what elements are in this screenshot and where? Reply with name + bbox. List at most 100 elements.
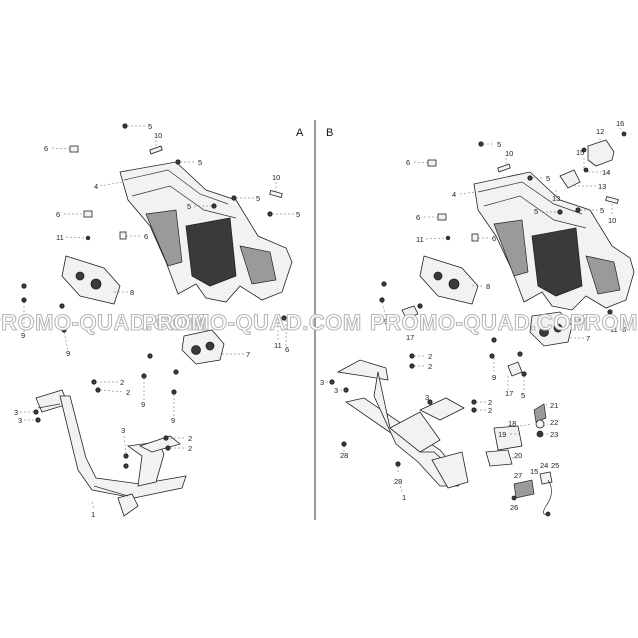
callout-b-28: 28 — [394, 477, 402, 486]
callout-b-11: 11 — [416, 235, 424, 244]
panel-b-mount-bracket — [559, 139, 615, 189]
callout-b-3: 3 — [320, 378, 324, 387]
callout-a-10: 10 — [272, 173, 280, 182]
callout-b-23: 23 — [550, 430, 558, 439]
callout-b-6: 6 — [406, 158, 410, 167]
panel-b-accessory-parts — [401, 305, 553, 517]
callout-a-5: 5 — [296, 210, 300, 219]
callout-b-7: 7 — [586, 334, 590, 343]
callout-a-3: 3 — [121, 426, 125, 435]
watermark: PROMO-QUAD.COM PROMO-QUAD.COM PROMO-QUAD… — [0, 309, 638, 335]
callout-a-2: 2 — [120, 378, 124, 387]
callout-b-20: 20 — [514, 451, 522, 460]
callout-b-5: 5 — [497, 140, 501, 149]
callout-a-11: 11 — [56, 233, 64, 242]
callout-b-13: 13 — [552, 194, 560, 203]
callout-a-4: 4 — [94, 182, 98, 191]
callout-b-16: 16 — [616, 119, 624, 128]
callout-b-5: 5 — [600, 206, 604, 215]
callout-b-17: 17 — [406, 333, 414, 342]
callout-b-6: 6 — [622, 325, 626, 334]
callout-a-9: 9 — [141, 400, 145, 409]
callout-b-19: 19 — [498, 430, 506, 439]
callout-a-7: 7 — [246, 350, 250, 359]
panel-b-fasteners — [329, 131, 627, 501]
callout-b-9: 9 — [492, 373, 496, 382]
watermark-text-2: PROMO-QUAD.COM — [142, 310, 362, 335]
callout-b-26: 26 — [510, 503, 518, 512]
callout-b-24: 24 — [540, 461, 548, 470]
callout-a-2: 2 — [188, 434, 192, 443]
callout-b-15: 15 — [576, 148, 584, 157]
panel-b-front-fascia — [473, 171, 635, 311]
watermark-text-3: PROMO-QUAD.COM — [370, 310, 590, 335]
callout-b-11: 11 — [610, 325, 618, 334]
panel-a-bumper-frame — [35, 389, 187, 517]
callout-b-9: 5 — [521, 391, 525, 400]
callout-b-1: 1 — [402, 493, 406, 502]
callout-b-3: 3 — [334, 386, 338, 395]
callout-a-2: 2 — [188, 444, 192, 453]
watermark-text-1: PROMO-QUAD.COM — [0, 310, 206, 335]
callout-b-10: 10 — [505, 149, 513, 158]
callout-b-27: 27 — [514, 471, 522, 480]
callout-a-5: 5 — [198, 158, 202, 167]
callout-b-28: 28 — [340, 451, 348, 460]
panel-a-headlight-right — [181, 329, 225, 365]
panel-b-leader-lines — [326, 127, 625, 493]
callout-b-5: 5 — [546, 174, 550, 183]
callout-b-21: 21 — [550, 401, 558, 410]
callout-a-6: 6 — [44, 144, 48, 153]
callout-a-3: 3 — [14, 408, 18, 417]
panel-label-a: A — [296, 127, 304, 139]
callout-b-22: 22 — [550, 418, 558, 427]
callout-a-5: 5 — [187, 202, 191, 211]
callout-b-3: 3 — [425, 393, 429, 402]
callout-a-9: 9 — [66, 349, 70, 358]
callout-b-5: 5 — [570, 316, 574, 325]
panel-label-b: B — [326, 127, 333, 139]
callout-b-10: 10 — [608, 216, 616, 225]
watermark-text-4: PROMO-QUAD.COM — [570, 310, 638, 335]
callout-a-9: 9 — [171, 416, 175, 425]
panel-b-headlight-right — [529, 311, 573, 347]
callout-a-5: 5 — [256, 194, 260, 203]
callout-a-11: 11 — [274, 341, 282, 350]
callout-a-2: 2 — [126, 388, 130, 397]
callout-b-15: 15 — [530, 467, 538, 476]
panel-a-callouts: 5 10 5 6 4 10 5 5 5 6 6 11 8 9 9 7 11 6 … — [14, 122, 300, 519]
callout-b-18: 18 — [508, 419, 516, 428]
callout-b-6: 6 — [492, 234, 496, 243]
callout-b-12: 12 — [596, 127, 604, 136]
panel-b-callouts: 5 10 5 6 4 5 6 6 11 8 9 12 16 15 14 13 1… — [320, 119, 626, 512]
callout-a-9: 9 — [21, 331, 25, 340]
callout-b-14: 13 — [598, 182, 606, 191]
callout-b-9: 9 — [426, 323, 430, 332]
panel-b-bumper-frame — [336, 359, 469, 489]
callout-b-9: 9 — [384, 317, 388, 326]
callout-a-8: 8 — [130, 288, 134, 297]
callout-b-6: 6 — [416, 213, 420, 222]
callout-a-1: 1 — [91, 510, 95, 519]
callout-a-6: 6 — [285, 345, 289, 354]
panel-a-leader-lines — [20, 125, 294, 511]
panel-a-front-fascia — [119, 161, 293, 303]
callout-b-17: 17 — [505, 389, 513, 398]
callout-b-2: 2 — [428, 362, 432, 371]
callout-a-3: 3 — [18, 416, 22, 425]
panel-b-headlight-left — [419, 255, 479, 305]
callout-b-2: 2 — [488, 398, 492, 407]
callout-b-13: 14 — [602, 168, 610, 177]
callout-b-2: 2 — [488, 406, 492, 415]
callout-b-25: 25 — [551, 461, 559, 470]
callout-a-6: 6 — [56, 210, 60, 219]
callout-b-4: 4 — [452, 190, 456, 199]
callout-b-5: 5 — [534, 207, 538, 216]
callout-a-10: 10 — [154, 131, 162, 140]
panel-a-headlight-left — [61, 255, 121, 305]
callout-b-2: 2 — [428, 352, 432, 361]
callout-a-5: 5 — [148, 122, 152, 131]
callout-a-6: 6 — [144, 232, 148, 241]
